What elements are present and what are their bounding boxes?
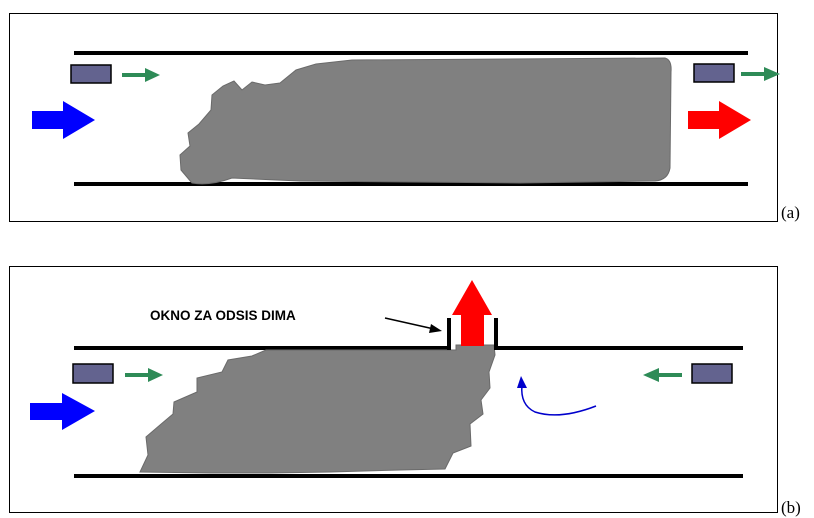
jet-fan-icon xyxy=(72,363,114,384)
extraction-arrow-icon xyxy=(452,280,492,346)
airflow-arrow-icon xyxy=(643,368,682,382)
tunnel-floor-a xyxy=(74,182,748,186)
airflow-arrow-icon xyxy=(741,67,780,81)
fresh-air-arrow-icon xyxy=(32,101,95,139)
extraction-window-label: OKNO ZA ODSIS DIMA xyxy=(150,308,296,323)
jet-fan-icon xyxy=(691,363,733,384)
tunnel-ceiling-b-left xyxy=(74,346,447,350)
airflow-arrow-icon xyxy=(125,368,163,382)
jet-fan-icon xyxy=(70,64,112,84)
recirculation-arrow-icon xyxy=(517,376,597,416)
panel-a-diagram xyxy=(32,51,780,186)
smoke-layer-a xyxy=(179,57,672,185)
tunnel-ceiling-a xyxy=(74,51,748,55)
fresh-air-arrow-icon xyxy=(30,393,95,430)
airflow-arrow-icon xyxy=(122,68,160,82)
callout-leader-arrow xyxy=(384,317,442,333)
panel-b-label: (b) xyxy=(781,498,801,517)
panel-b-diagram: OKNO ZA ODSIS DIMA xyxy=(30,280,743,478)
shaft-wall-left xyxy=(447,318,451,350)
tunnel-floor-b xyxy=(74,474,743,478)
panel-a-label: (a) xyxy=(781,203,800,222)
smoke-layer-b xyxy=(139,344,496,474)
hot-smoke-arrow-icon xyxy=(688,101,751,139)
tunnel-ceiling-b-right xyxy=(498,346,743,350)
jet-fan-icon xyxy=(693,63,735,83)
shaft-wall-right xyxy=(494,318,498,350)
